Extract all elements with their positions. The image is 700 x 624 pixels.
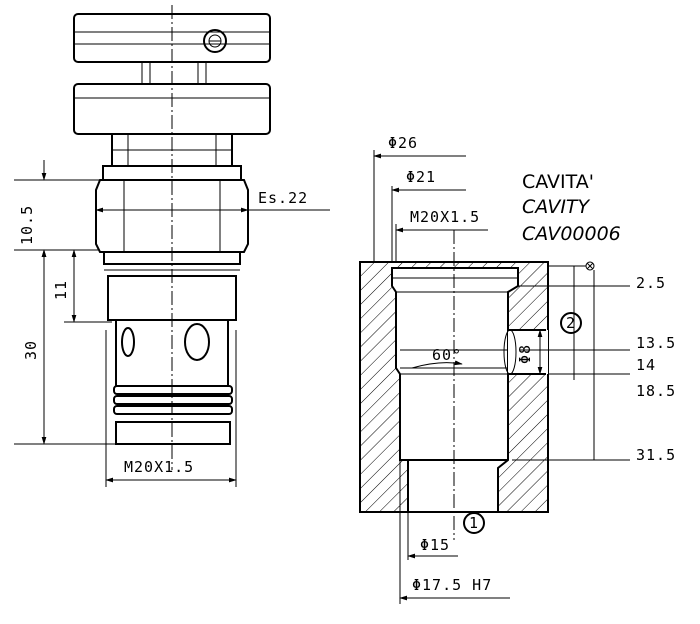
cavity-title-en: CAVITY [522,196,591,218]
port-1-label: 1 [469,514,479,532]
cavity-section: 60° Φ8 Φ26 Φ21 M20X1.5 CAVITA' CAVITY CA… [359,134,676,604]
angle-label: 60° [432,346,462,364]
cartridge-valve: Es.22 M20X1.5 10.5 11 30 [14,5,330,487]
diameter-26-label: Φ26 [388,134,418,152]
depth-2-5: 2.5 [636,274,666,292]
side-port-right [184,323,210,361]
o-ring [113,385,233,395]
diameter-21-label: Φ21 [406,168,436,186]
dim-upper: 11 [52,280,70,300]
dim-total: 30 [22,340,40,360]
diameter-17-5-label: Φ17.5 H7 [412,576,492,594]
thread-label: M20X1.5 [124,458,194,476]
port-diameter-label: Φ8 [516,344,534,364]
port-2-label: 2 [566,314,576,332]
hex-size-label: Es.22 [258,189,308,207]
depth-31-5: 31.5 [636,446,676,464]
cavity-title-it: CAVITA' [522,171,594,193]
cavity-thread-label: M20X1.5 [410,208,480,226]
depth-14: 14 [636,356,656,374]
dim-hex-height: 10.5 [18,205,36,245]
side-port-left [121,327,135,357]
port-1-marker [463,512,485,534]
diameter-15-label: Φ15 [420,536,450,554]
port-2-marker [560,312,582,334]
set-screw-icon [203,29,227,53]
valve-nose [115,421,231,445]
cavity-code: CAV00006 [522,223,621,245]
depth-13-5: 13.5 [636,334,676,352]
depth-18-5: 18.5 [636,382,676,400]
